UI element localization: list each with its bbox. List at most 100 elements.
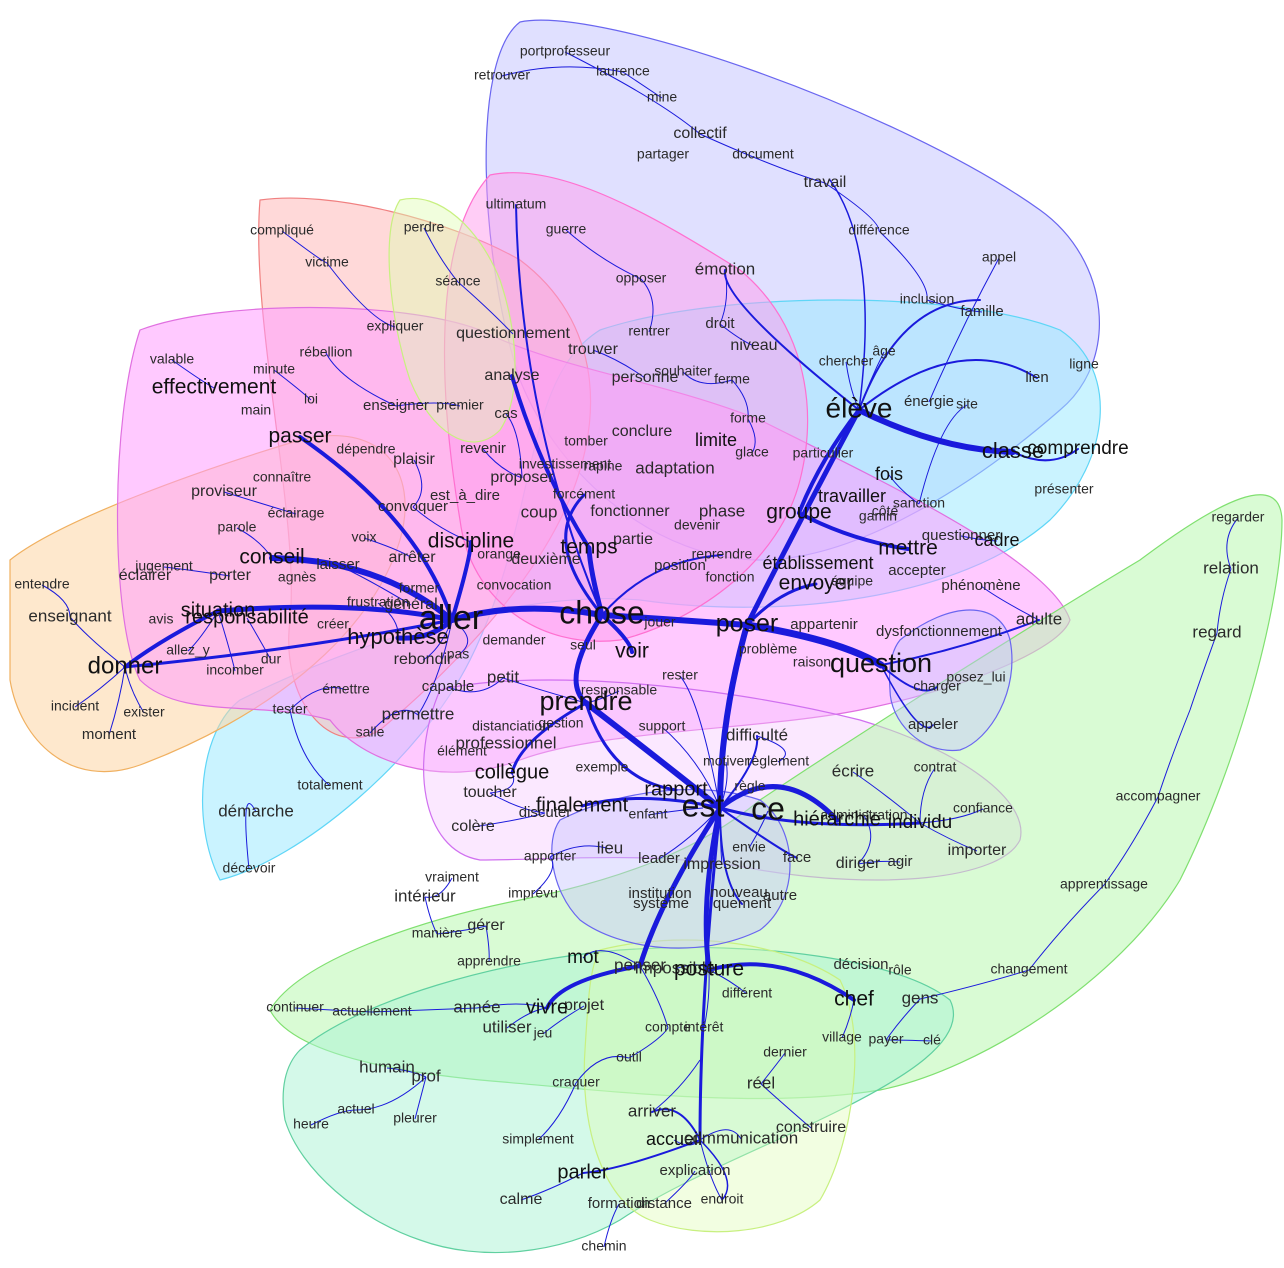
word-label: responsable bbox=[581, 682, 657, 698]
word-label: est bbox=[682, 787, 725, 823]
word-label: endroit bbox=[701, 1191, 744, 1207]
edge-minor-31 bbox=[289, 687, 347, 711]
word-label: éclairer bbox=[119, 567, 172, 584]
word-label: impression bbox=[683, 856, 760, 873]
word-label: voir bbox=[615, 640, 649, 663]
edge-major-39 bbox=[858, 359, 1038, 411]
word-label: valable bbox=[150, 351, 195, 367]
word-label: clé bbox=[923, 1032, 941, 1048]
edge-minor-78 bbox=[731, 379, 749, 420]
cluster-hull-5 bbox=[443, 172, 809, 642]
word-label: avis bbox=[149, 611, 174, 627]
edge-minor-56 bbox=[760, 1083, 812, 1129]
word-label: calme bbox=[500, 1191, 543, 1208]
edge-minor-9 bbox=[326, 262, 396, 328]
edge-minor-40 bbox=[1028, 884, 1105, 971]
edge-minor-44 bbox=[841, 999, 855, 1039]
word-label: individu bbox=[888, 812, 952, 833]
edge-minor-26 bbox=[124, 666, 145, 714]
word-label: problème bbox=[739, 641, 798, 657]
word-label: imprévu bbox=[508, 885, 558, 901]
word-label: cas bbox=[494, 405, 517, 422]
word-label: rapport bbox=[644, 778, 708, 800]
edge-minor-17 bbox=[325, 352, 397, 407]
word-label: appartenir bbox=[790, 616, 858, 633]
word-label: niveau bbox=[730, 337, 777, 354]
word-label: séance bbox=[435, 273, 480, 289]
word-label: vivre bbox=[526, 996, 568, 1018]
edge-minor-16 bbox=[273, 369, 312, 401]
edge-major-40 bbox=[880, 619, 1040, 666]
word-label: victime bbox=[305, 254, 349, 270]
edge-major-19 bbox=[637, 805, 723, 969]
edge-minor-53 bbox=[575, 1055, 630, 1084]
word-label: posez_lui bbox=[946, 669, 1005, 685]
word-label: discuter bbox=[519, 804, 572, 821]
edge-minor-86 bbox=[505, 413, 523, 479]
word-label: regarder bbox=[1212, 509, 1265, 525]
edge-minor-34 bbox=[417, 619, 453, 716]
edge-minor-103 bbox=[472, 812, 546, 828]
edge-minor-23 bbox=[69, 616, 126, 668]
word-label: intérêt bbox=[685, 1019, 724, 1035]
word-label: compte bbox=[645, 1019, 691, 1035]
word-label: lien bbox=[1025, 369, 1048, 386]
word-label: salle bbox=[356, 724, 385, 740]
word-label: investissement bbox=[519, 456, 612, 472]
word-label: question bbox=[830, 648, 932, 678]
edge-major-31 bbox=[601, 554, 723, 616]
word-label: contrat bbox=[914, 759, 957, 775]
edge-minor-99 bbox=[661, 726, 721, 809]
word-label: prendre bbox=[539, 686, 632, 716]
edge-major-15 bbox=[450, 540, 473, 622]
word-label: trouver bbox=[568, 341, 618, 358]
edge-minor-85 bbox=[980, 585, 1040, 621]
word-label: fonction bbox=[705, 569, 754, 585]
word-label: appel bbox=[982, 249, 1016, 265]
word-label: différent bbox=[722, 985, 772, 1001]
word-label: sanction bbox=[893, 495, 945, 511]
word-label: reprendre bbox=[692, 546, 753, 562]
edge-minor-89 bbox=[412, 506, 472, 543]
edge-minor-92 bbox=[377, 602, 399, 639]
word-label: posture bbox=[674, 958, 744, 981]
word-label: créer bbox=[317, 616, 349, 632]
word-label: site bbox=[956, 396, 978, 412]
edge-minor-104 bbox=[647, 807, 704, 816]
word-label: premier bbox=[436, 397, 484, 413]
word-label: inclusion bbox=[900, 291, 954, 307]
edge-minor-91 bbox=[337, 564, 412, 606]
edge-minor-6 bbox=[501, 66, 624, 77]
edge-minor-49 bbox=[355, 1076, 427, 1111]
word-label: regard bbox=[1192, 622, 1241, 641]
edge-minor-79 bbox=[747, 418, 756, 454]
edge-major-17 bbox=[510, 374, 591, 550]
word-label: leader bbox=[638, 850, 680, 867]
edge-minor-25 bbox=[108, 666, 126, 736]
edge-minor-84 bbox=[960, 535, 998, 542]
edge-major-22 bbox=[545, 964, 642, 1010]
word-label: rester bbox=[662, 667, 698, 683]
word-label: colère bbox=[451, 818, 495, 835]
word-label: donner bbox=[88, 652, 163, 679]
edge-major-23 bbox=[698, 806, 722, 1142]
word-label: ce bbox=[751, 790, 785, 826]
word-label: glace bbox=[735, 444, 769, 460]
edge-minor-115 bbox=[699, 1129, 742, 1141]
edge-major-27 bbox=[858, 299, 981, 411]
edge-minor-105 bbox=[658, 807, 721, 860]
edge-minor-68 bbox=[857, 815, 872, 865]
word-label: seul bbox=[570, 637, 596, 653]
word-label: élément bbox=[437, 743, 487, 759]
edge-minor-102 bbox=[489, 792, 546, 814]
word-labels: portprofesseurlaurenceretrouverminecolle… bbox=[14, 43, 1264, 1254]
word-label: opposer bbox=[616, 270, 667, 286]
word-label: souhaiter bbox=[654, 363, 712, 379]
word-label: gérer bbox=[467, 917, 505, 934]
word-label: classe bbox=[982, 438, 1044, 463]
word-label: exister bbox=[123, 704, 165, 720]
word-label: diriger bbox=[836, 855, 881, 872]
edge-minor-43 bbox=[885, 1039, 933, 1042]
edge-minor-73 bbox=[919, 767, 936, 824]
